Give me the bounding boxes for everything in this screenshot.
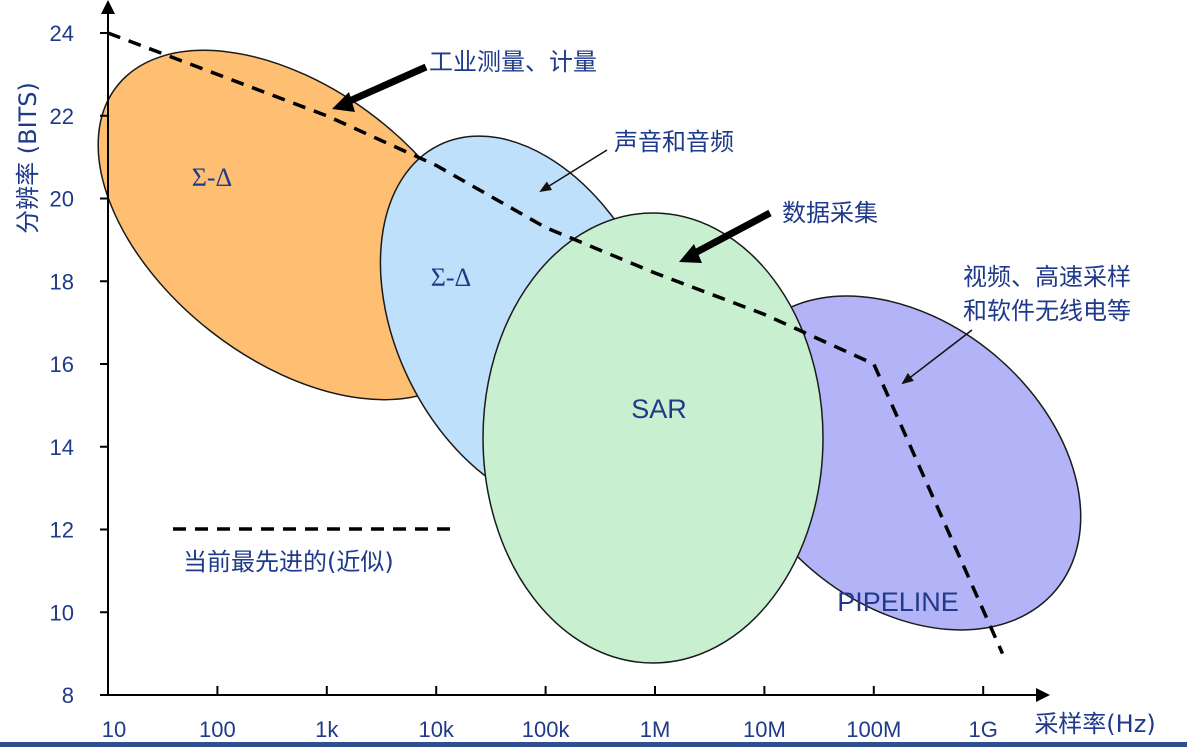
region-label-sigma-delta-audio: Σ-Δ	[431, 263, 472, 292]
state-of-art-dashed-line	[107, 31, 1005, 655]
region-label-sigma-delta-low: Σ-Δ	[192, 163, 233, 192]
x-axis-arrowhead	[1036, 688, 1050, 702]
x-axis-title: 采样率(Hz)	[1034, 710, 1155, 738]
annotation-audio: 声音和音频	[614, 128, 734, 156]
y-tick-label: 24	[50, 21, 74, 46]
x-tick-label: 1G	[969, 717, 998, 742]
y-tick-label: 20	[50, 187, 74, 212]
daq-arrow-shaft	[691, 209, 772, 258]
annotation-daq: 数据采集	[782, 199, 878, 227]
audio-arrow	[539, 149, 608, 193]
x-tick-label: 10M	[743, 717, 786, 742]
x-tick-label: 10	[102, 717, 126, 742]
x-tick-label: 1k	[315, 717, 339, 742]
x-axis-ticks: 10 100 1k 10k 100k 1M 10M 100M 1G	[102, 686, 998, 742]
x-tick-label: 1M	[640, 717, 671, 742]
y-tick-label: 8	[62, 683, 74, 708]
region-label-sar: SAR	[631, 394, 687, 424]
region-label-pipeline: PIPELINE	[837, 587, 959, 617]
industrial-arrow-shaft	[343, 63, 428, 107]
y-axis-ticks: 8 10 12 14 16 18 20 22 24	[50, 21, 108, 708]
industrial-arrow-head	[332, 92, 355, 112]
y-tick-label: 22	[50, 104, 74, 129]
region-sar	[482, 212, 824, 664]
annotation-video-line2: 和软件无线电等	[963, 297, 1131, 325]
annotation-industrial: 工业测量、计量	[429, 48, 597, 76]
y-tick-label: 18	[50, 269, 74, 294]
legend-label: 当前最先进的(近似)	[183, 548, 394, 576]
annotation-video-line1: 视频、高速采样	[963, 263, 1131, 291]
video-arrow	[901, 329, 973, 385]
daq-arrow-head	[679, 244, 702, 263]
y-tick-label: 12	[50, 518, 74, 543]
x-tick-label: 100k	[522, 717, 571, 742]
bottom-rule	[0, 742, 1187, 747]
y-tick-label: 10	[50, 600, 74, 625]
y-axis-arrowhead	[101, 0, 115, 14]
x-tick-label: 10k	[418, 717, 454, 742]
x-tick-label: 100M	[846, 717, 901, 742]
x-tick-label: 100	[199, 717, 236, 742]
y-tick-label: 16	[50, 352, 74, 377]
y-axis-title: 分辨率 (BITS)	[14, 82, 42, 234]
y-tick-label: 14	[50, 435, 74, 460]
